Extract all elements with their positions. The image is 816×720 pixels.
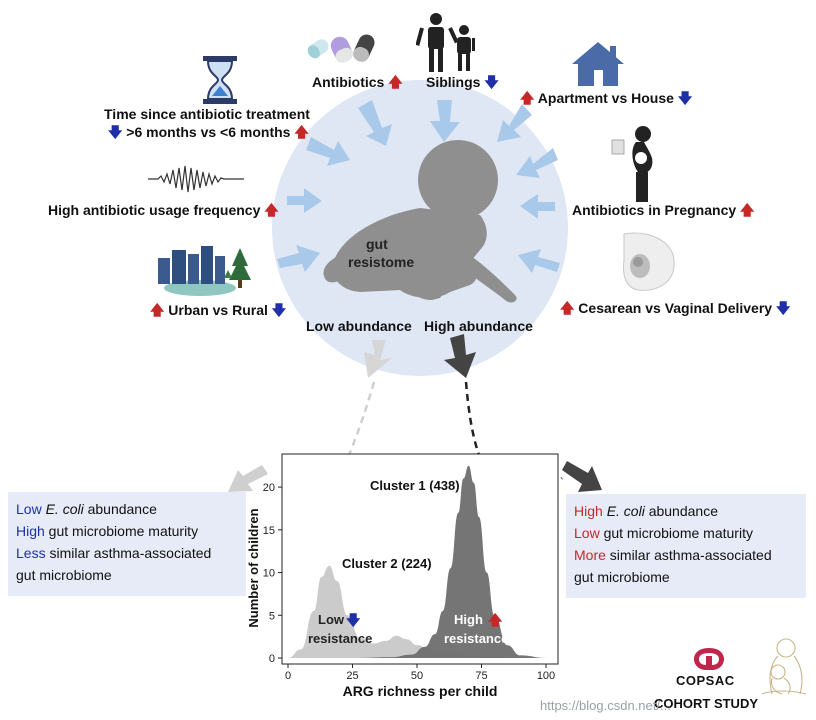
brand-name: COPSAC [676,673,735,688]
house-icon [572,42,624,86]
time-treatment-label: Time since antibiotic treatment [104,106,310,122]
hourglass-icon [203,56,237,104]
apartment-label: 🡅 Apartment vs House 🡇 [520,90,693,106]
series-area-cluster1 [288,465,546,658]
arrow-up-icon: 🡅 [264,202,279,218]
right-panel-arrow [562,461,602,492]
low-down-arrow-icon: 🡇 [346,612,361,628]
pregnancy-icon [611,126,653,202]
x-tick-label: 0 [285,670,291,682]
arrow-down-icon: 🡇 [677,90,693,106]
low-abundance-label: Low abundance [306,318,412,334]
cesarean-icon [623,232,675,291]
pills-icon [307,34,375,63]
watermark-text: https://blog.csdn.net/... [540,698,671,713]
left-row-maturity: High gut microbiome maturity [16,523,199,539]
series-area-cluster2 [288,565,546,658]
arrow-down-icon: 🡇 [108,124,123,140]
y-tick-label: 15 [263,525,275,537]
siblings-label: Siblings 🡇 [426,74,499,90]
low-abundance-arrow [364,340,392,378]
left-row-ecoli: Low E. coli abundance [16,501,157,517]
resistome-label-line1: gut [366,236,388,252]
arrow-up-icon: 🡅 [560,300,575,316]
low-resistance-line1: Low [318,612,345,627]
x-tick-label: 75 [475,670,487,682]
left-panel-arrow [228,465,268,492]
left-outcome-panel: Low E. coli abundance High gut microbiom… [8,492,246,596]
copsac-logo-icon [694,648,724,670]
x-tick-label: 50 [411,670,423,682]
right-row-asthma: More similar asthma-associated [574,547,772,563]
y-tick-label: 20 [263,482,275,494]
left-row-asthma: Less similar asthma-associated [16,545,212,561]
urban-label: 🡅 Urban vs Rural 🡇 [150,302,287,318]
arrow-down-icon: 🡇 [775,300,791,316]
high-abundance-label: High abundance [424,318,533,334]
cluster1-annotation: Cluster 1 (438) [370,478,460,493]
siblings-icon [416,13,475,72]
x-tick-label: 25 [346,670,358,682]
high-up-arrow-icon: 🡅 [488,612,503,628]
cluster2-annotation: Cluster 2 (224) [342,556,432,571]
x-axis-label: ARG richness per child [343,683,498,699]
density-chart: 0 25 50 75 100 0 5 10 15 20 Cluster 1 (438) Clust… [246,453,559,699]
city-icon [158,246,251,296]
mother-child-sketch-icon [761,638,807,695]
plot-frame [281,453,559,665]
inward-arrows [277,100,560,273]
arrow-up-icon: 🡅 [388,74,403,90]
arrow-up-icon: 🡅 [294,124,309,140]
right-outcome-panel: High E. coli abundance Low gut microbiom… [566,494,806,598]
right-row-maturity: Low gut microbiome maturity [574,525,753,541]
y-tick-label: 5 [269,610,275,622]
arrow-down-icon: 🡇 [484,74,499,90]
right-row-ecoli: High E. coli abundance [574,503,718,519]
resistome-label-line2: resistome [348,254,415,270]
low-resistance-line2: resistance [308,631,372,646]
soundwave-icon [148,165,244,193]
high-resistance-line2: resistance [444,631,508,646]
y-axis-label: Number of children [246,508,261,627]
arrow-up-icon: 🡅 [150,302,165,318]
cesarean-label: 🡅 Cesarean vs Vaginal Delivery 🡇 [560,300,791,316]
right-row-microbiome: gut microbiome [574,569,670,585]
arrow-up-icon: 🡅 [520,90,535,106]
baby-silhouette [323,140,517,303]
arrow-up-icon: 🡅 [740,202,755,218]
time-treatment-compare: 🡇 >6 months vs <6 months 🡅 [108,124,309,140]
antibiotics-label: Antibiotics 🡅 [312,74,403,90]
x-tick-label: 100 [537,670,555,682]
left-row-microbiome: gut microbiome [16,567,112,583]
pregnancy-label: Antibiotics in Pregnancy 🡅 [572,202,755,218]
arrow-down-icon: 🡇 [271,302,287,318]
high-resistance-line1: High [454,612,483,627]
brand-subtitle: COHORT STUDY [654,696,758,711]
usage-frequency-label: High antibiotic usage frequency 🡅 [48,202,279,218]
y-tick-label: 10 [263,568,275,580]
y-tick-label: 0 [269,653,275,665]
high-abundance-arrow [444,334,476,378]
